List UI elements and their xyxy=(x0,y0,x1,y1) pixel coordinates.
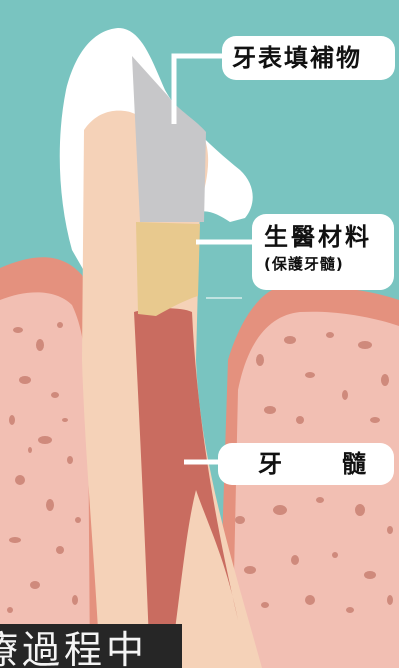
bio-material-note: (保護牙髓) xyxy=(264,252,394,276)
pulp-label-char-1: 牙 xyxy=(258,443,282,485)
pulp-label-char-2: 髓 xyxy=(342,443,366,485)
pulp-label: 牙 髓 xyxy=(218,443,394,485)
filling-label-text: 牙表填補物 xyxy=(232,44,362,72)
caption-bar: 療過程中 xyxy=(0,624,182,668)
bio-material-label: 生醫材料 (保護牙髓) xyxy=(252,214,394,290)
caption-text: 療過程中 xyxy=(0,628,148,668)
filling-label: 牙表填補物 xyxy=(222,36,395,80)
bio-material-label-text: 生醫材料 xyxy=(264,222,394,252)
